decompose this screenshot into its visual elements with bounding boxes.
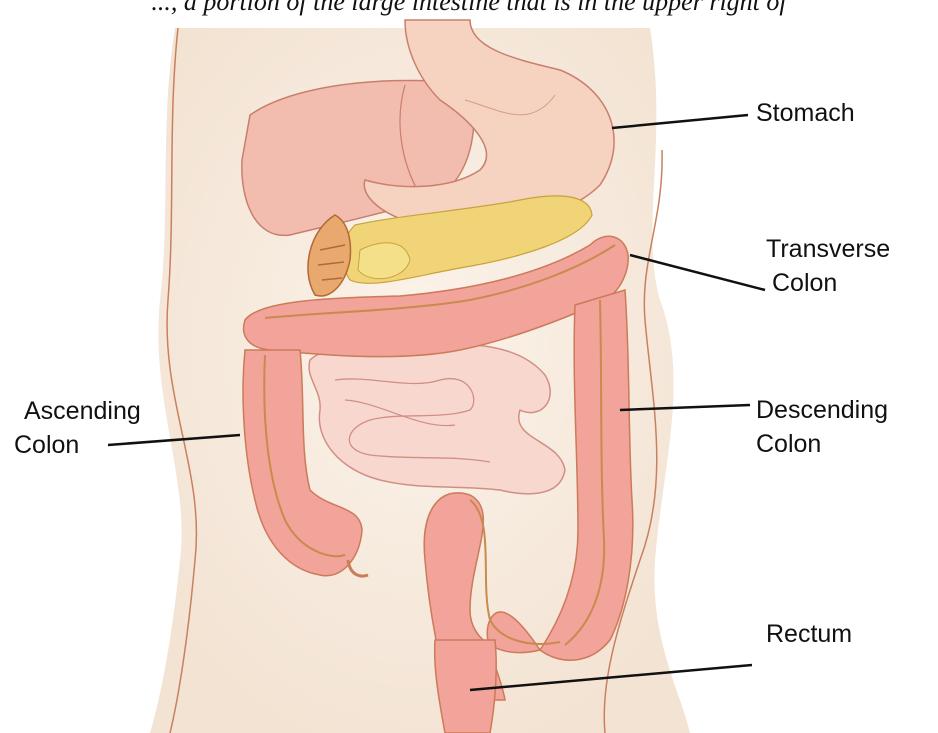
ascending-colon-label-line2: Colon bbox=[14, 428, 141, 462]
rectum-label: Rectum bbox=[766, 617, 852, 651]
descending-colon-label-line2: Colon bbox=[756, 427, 888, 461]
transverse-colon-label-line2: Colon bbox=[766, 266, 890, 300]
ascending-colon-label: Ascending Colon bbox=[14, 394, 141, 462]
transverse-colon-label-line1: Transverse bbox=[766, 232, 890, 266]
transverse-colon-label: Transverse Colon bbox=[766, 232, 890, 300]
ascending-colon-label-line1: Ascending bbox=[14, 394, 141, 428]
rectum bbox=[435, 640, 497, 733]
descending-colon-label: Descending Colon bbox=[756, 393, 888, 461]
descending-colon-label-line1: Descending bbox=[756, 393, 888, 427]
stomach-label: Stomach bbox=[756, 96, 855, 130]
